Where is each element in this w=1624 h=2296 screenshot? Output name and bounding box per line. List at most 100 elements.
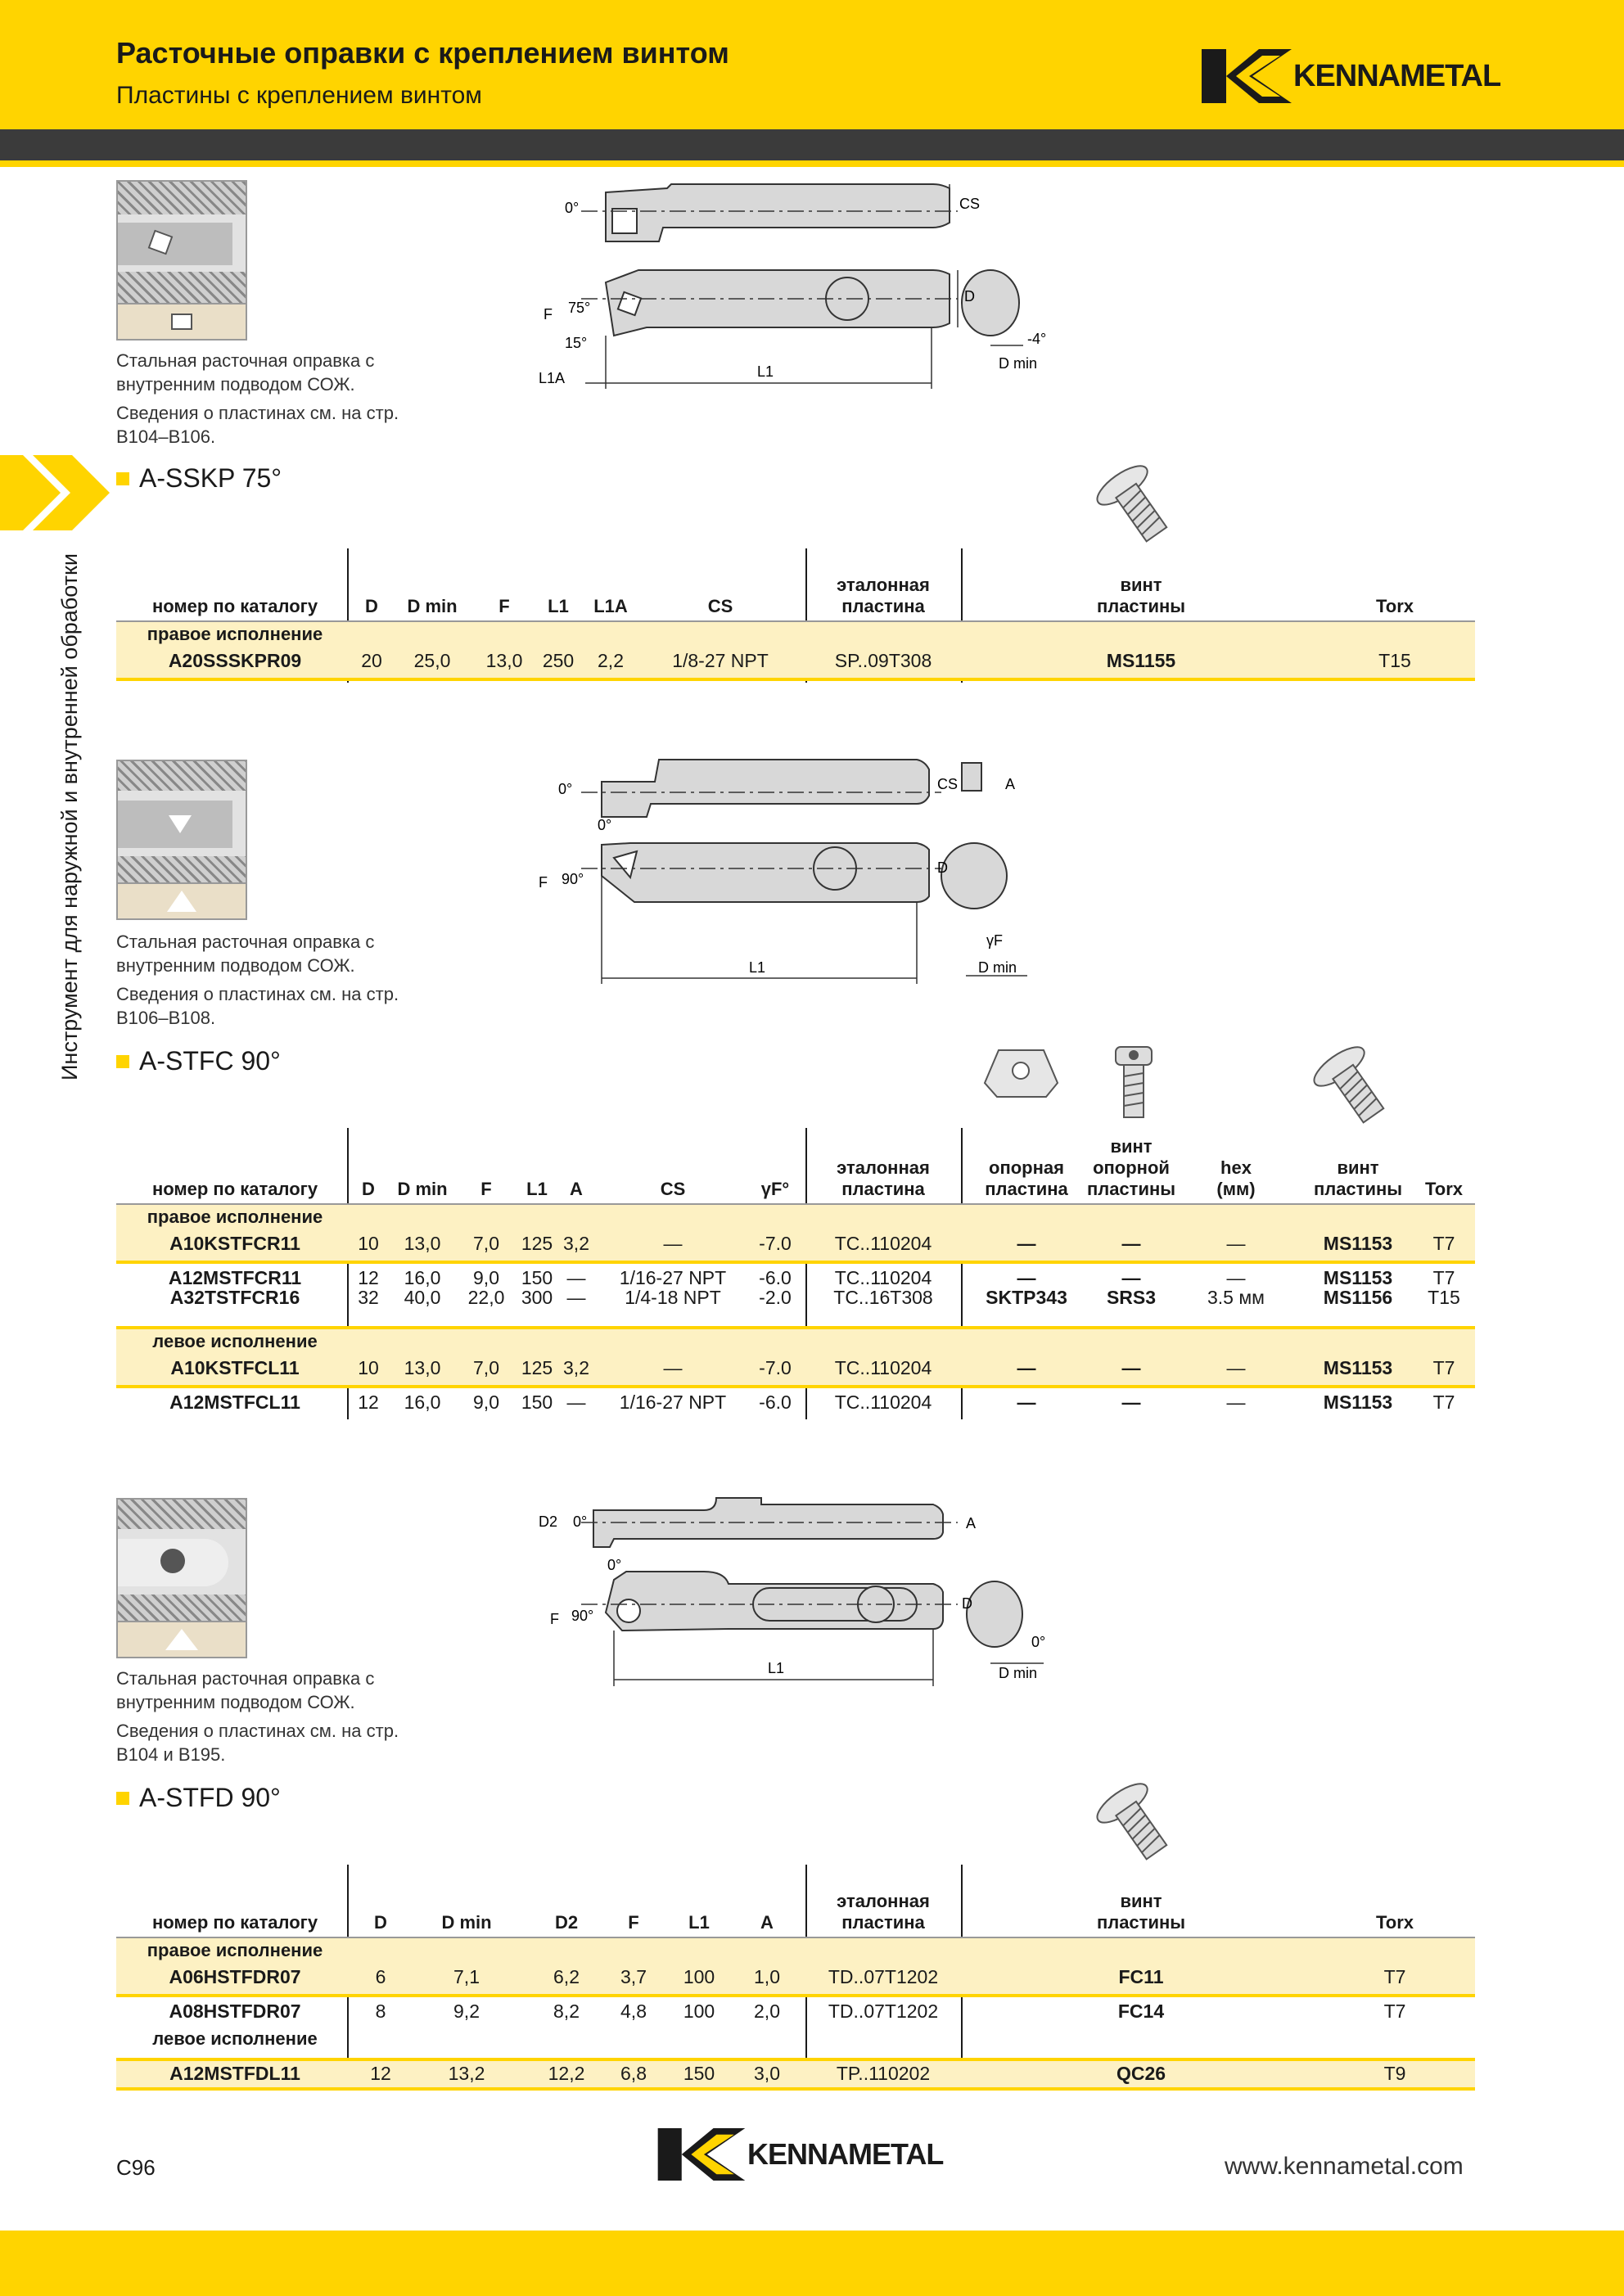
header-cell: винт пластины: [1096, 575, 1186, 616]
cell: T7: [1432, 1357, 1455, 1378]
tool-thumbnail-sskp: [116, 180, 247, 341]
tool-description: Стальная расточная оправка с внутренним …: [116, 349, 427, 449]
dimension-label: F: [544, 306, 553, 323]
insert-screw-icon: [1313, 1046, 1385, 1124]
dimension-label: -4°: [1027, 331, 1046, 347]
cell: 12,2: [548, 2063, 585, 2084]
insert-screw-icon: [1096, 1783, 1168, 1861]
cell: MS1153: [1323, 1233, 1393, 1254]
header-cell: номер по каталогу: [151, 596, 318, 616]
cell: —: [1121, 1233, 1141, 1254]
cell: A12MSTFDL11: [169, 2063, 300, 2084]
dimension-label: CS: [937, 776, 958, 792]
group-label: правое исполнение: [147, 1207, 323, 1227]
cell: 8,2: [553, 2001, 580, 2022]
cell: T9: [1383, 2063, 1406, 2084]
dimension-label: F: [539, 874, 548, 891]
header-cell: γF°: [760, 1179, 790, 1199]
dimension-label: 0°: [1031, 1634, 1045, 1650]
header-cell: CS: [660, 1179, 686, 1199]
header-cell: винт пластины: [1313, 1157, 1403, 1199]
cell: -6.0: [759, 1267, 792, 1288]
section-title: A-STFC 90°: [116, 1046, 281, 1076]
cell: MS1153: [1323, 1357, 1393, 1378]
cell: 3.5 мм: [1207, 1287, 1265, 1308]
logo-wordmark: KENNAMETAL: [747, 2137, 944, 2171]
header-cell: F: [498, 596, 510, 616]
header-cell: винт пластины: [1096, 1891, 1186, 1933]
cell: —: [1226, 1357, 1246, 1378]
cell: 12: [358, 1267, 379, 1288]
cell: 2,0: [754, 2001, 780, 2022]
cell: —: [1017, 1267, 1036, 1288]
cell: 7,0: [473, 1233, 499, 1254]
cell: FC11: [1118, 1966, 1164, 1987]
tool-description: Стальная расточная оправка с внутренним …: [116, 930, 427, 1030]
dimension-label: 90°: [571, 1608, 593, 1624]
cell: 100: [683, 1966, 715, 1987]
cell: 100: [683, 2001, 715, 2022]
cell: 16,0: [404, 1267, 441, 1288]
dimension-label: 0°: [565, 200, 579, 216]
insert-triangle-icon: [165, 1629, 198, 1650]
dimension-label: A: [1005, 776, 1015, 792]
cell: 1/16-27 NPT: [619, 1392, 727, 1413]
cell: FC14: [1117, 2001, 1165, 2022]
cell: 13,0: [404, 1357, 441, 1378]
insert-square-icon: [171, 314, 192, 330]
group-label: правое исполнение: [147, 624, 323, 644]
header-cell: номер по каталогу: [151, 1912, 318, 1933]
cell: T7: [1432, 1233, 1455, 1254]
table-row: [116, 2061, 1475, 2087]
kennametal-k-icon: [1202, 49, 1292, 103]
cell: 13,2: [448, 2063, 485, 2084]
cell: T15: [1428, 1287, 1460, 1308]
cell: 8: [375, 2001, 386, 2022]
dimension-label: L1: [757, 363, 774, 380]
header-cell: A: [570, 1179, 583, 1199]
cell: T7: [1383, 1966, 1406, 1987]
cell: —: [1017, 1357, 1036, 1378]
desc-line: Стальная расточная оправка с внутренним …: [116, 931, 375, 976]
dimension-label: 0°: [607, 1557, 621, 1573]
cell: TC..110204: [834, 1233, 932, 1254]
spec-table-sskp: номер по каталогу D D min F L1 L1A CS эт…: [116, 548, 1475, 688]
website-link[interactable]: www.kennametal.com: [1225, 2153, 1464, 2180]
header-cell: D2: [554, 1912, 579, 1933]
header-cell: F: [480, 1179, 492, 1199]
page-number: C96: [116, 2155, 156, 2180]
cell: 7,0: [473, 1357, 499, 1378]
tool-description: Стальная расточная оправка с внутренним …: [116, 1667, 427, 1766]
cell: 16,0: [404, 1392, 441, 1413]
cell: 1/4-18 NPT: [625, 1287, 721, 1308]
cell: TD..07T1202: [828, 1966, 939, 1987]
header-cell: L1: [548, 596, 569, 616]
header-cell: винт опорной пластины: [1086, 1136, 1176, 1199]
dimension-label: 90°: [562, 871, 584, 887]
cell: TP..110202: [836, 2063, 931, 2084]
cell: -2.0: [759, 1287, 792, 1308]
cell: 250: [542, 650, 575, 671]
cell: T7: [1432, 1392, 1455, 1413]
cell: 10: [358, 1357, 379, 1378]
header-cell: Torx: [1424, 1179, 1464, 1199]
cell: TD..07T1202: [828, 2001, 939, 2022]
cell: 32: [358, 1287, 379, 1308]
cell: A12MSTFCR11: [168, 1267, 302, 1288]
dimension-label: CS: [959, 196, 980, 212]
header-cell: Torx: [1375, 1912, 1414, 1933]
spec-table-stfd: номер по каталогу D D min D2 F L1 A этал…: [116, 1865, 1475, 2094]
desc-line: Стальная расточная оправка с внутренним …: [116, 350, 375, 395]
cell: MS1156: [1323, 1287, 1393, 1308]
dimension-label: 0°: [573, 1513, 587, 1530]
page-title: Расточные оправки с креплением винтом: [116, 36, 729, 70]
table-row: [116, 1329, 1475, 1385]
cell: A10KSTFCR11: [169, 1233, 300, 1254]
dimension-label: D2: [539, 1513, 557, 1530]
header-cell: A: [760, 1912, 774, 1933]
cell: 6,8: [620, 2063, 647, 2084]
table-row: [116, 1938, 1475, 1994]
header-cell: D min: [407, 596, 458, 616]
header-cell: D: [374, 1912, 387, 1933]
